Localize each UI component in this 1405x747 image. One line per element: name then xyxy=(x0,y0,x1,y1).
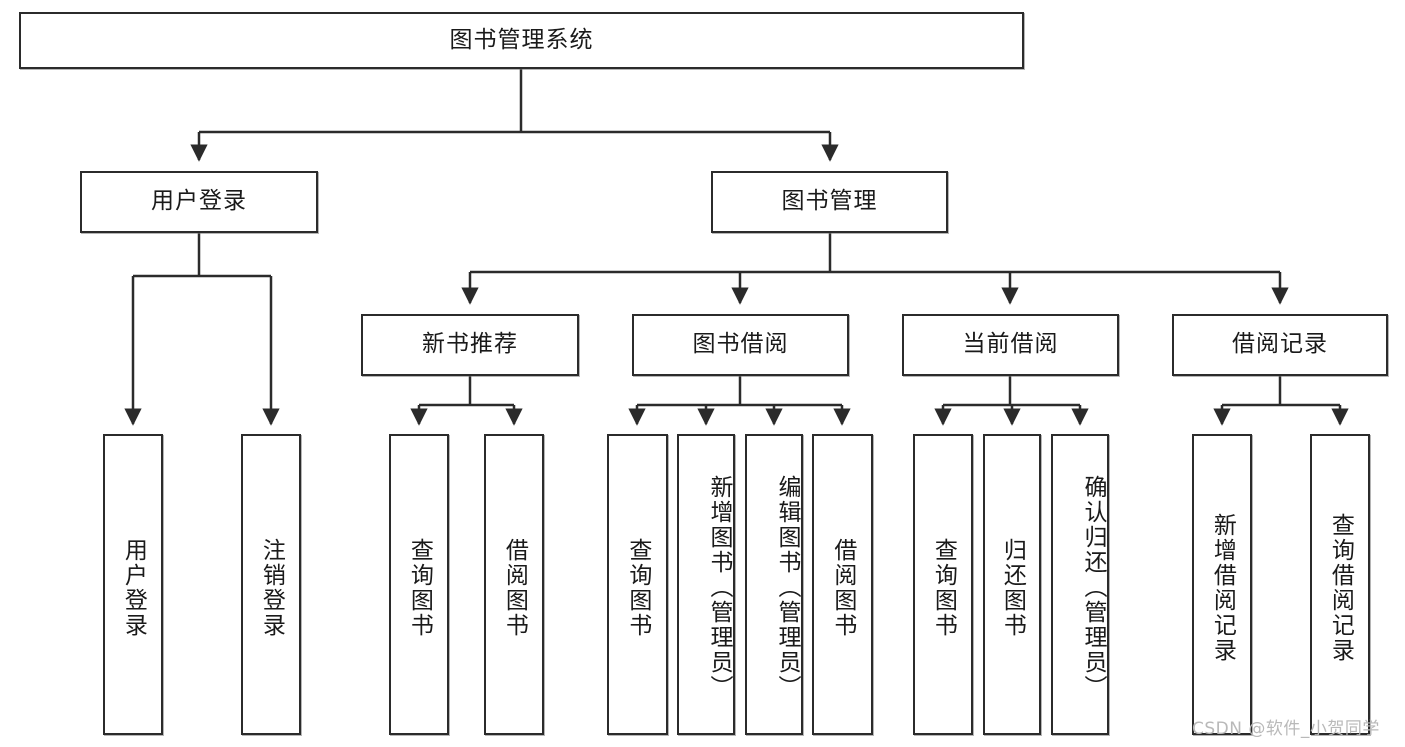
leaf-edit-book-label: 编辑图书（管理员） xyxy=(774,475,800,700)
leaf-add-borrow-record-label: 新增借阅记录 xyxy=(1209,512,1236,663)
leaf-borrow-book[interactable]: 借阅图书 xyxy=(812,434,873,735)
leaf-return-book[interactable]: 归还图书 xyxy=(983,434,1041,735)
leaf-borrow-book-recommend[interactable]: 借阅图书 xyxy=(484,434,544,735)
leaf-query-book-recommend[interactable]: 查询图书 xyxy=(389,434,449,735)
leaf-query-borrow-record-label: 查询借阅记录 xyxy=(1327,512,1354,663)
node-new-book-recommend-label: 新书推荐 xyxy=(422,331,518,358)
leaf-query-book-current[interactable]: 查询图书 xyxy=(913,434,973,735)
leaf-logout[interactable]: 注销登录 xyxy=(241,434,301,735)
leaf-add-borrow-record[interactable]: 新增借阅记录 xyxy=(1192,434,1252,735)
node-user-login-label: 用户登录 xyxy=(151,188,247,215)
node-root[interactable]: 图书管理系统 xyxy=(19,12,1024,69)
leaf-logout-label: 注销登录 xyxy=(258,537,285,638)
node-root-label: 图书管理系统 xyxy=(449,26,594,53)
leaf-confirm-return-label: 确认归还（管理员） xyxy=(1080,475,1106,700)
node-user-login[interactable]: 用户登录 xyxy=(80,171,318,233)
node-current-borrow-label: 当前借阅 xyxy=(962,331,1059,358)
node-book-borrow-label: 图书借阅 xyxy=(692,331,789,358)
node-book-borrow[interactable]: 图书借阅 xyxy=(632,314,849,376)
leaf-query-book-recommend-label: 查询图书 xyxy=(406,537,433,638)
leaf-user-login[interactable]: 用户登录 xyxy=(103,434,163,735)
leaf-confirm-return[interactable]: 确认归还（管理员） xyxy=(1051,434,1109,735)
leaf-query-book-current-label: 查询图书 xyxy=(930,537,957,638)
node-new-book-recommend[interactable]: 新书推荐 xyxy=(361,314,579,376)
leaf-add-book[interactable]: 新增图书（管理员） xyxy=(677,434,735,735)
csdn-watermark: CSDN @软件_小贺同学 xyxy=(1192,719,1380,739)
leaf-add-book-label: 新增图书（管理员） xyxy=(706,475,732,700)
leaf-query-book-borrow-label: 查询图书 xyxy=(624,537,651,638)
node-book-manage-label: 图书管理 xyxy=(781,188,878,215)
node-current-borrow[interactable]: 当前借阅 xyxy=(902,314,1119,376)
node-borrow-record-label: 借阅记录 xyxy=(1232,331,1328,358)
leaf-query-book-borrow[interactable]: 查询图书 xyxy=(607,434,668,735)
leaf-user-login-label: 用户登录 xyxy=(120,537,147,638)
node-book-manage[interactable]: 图书管理 xyxy=(711,171,948,233)
node-borrow-record[interactable]: 借阅记录 xyxy=(1172,314,1388,376)
leaf-borrow-book-recommend-label: 借阅图书 xyxy=(501,537,528,638)
leaf-borrow-book-label: 借阅图书 xyxy=(829,537,856,638)
leaf-edit-book[interactable]: 编辑图书（管理员） xyxy=(745,434,803,735)
leaf-return-book-label: 归还图书 xyxy=(999,537,1026,638)
leaf-query-borrow-record[interactable]: 查询借阅记录 xyxy=(1310,434,1370,735)
